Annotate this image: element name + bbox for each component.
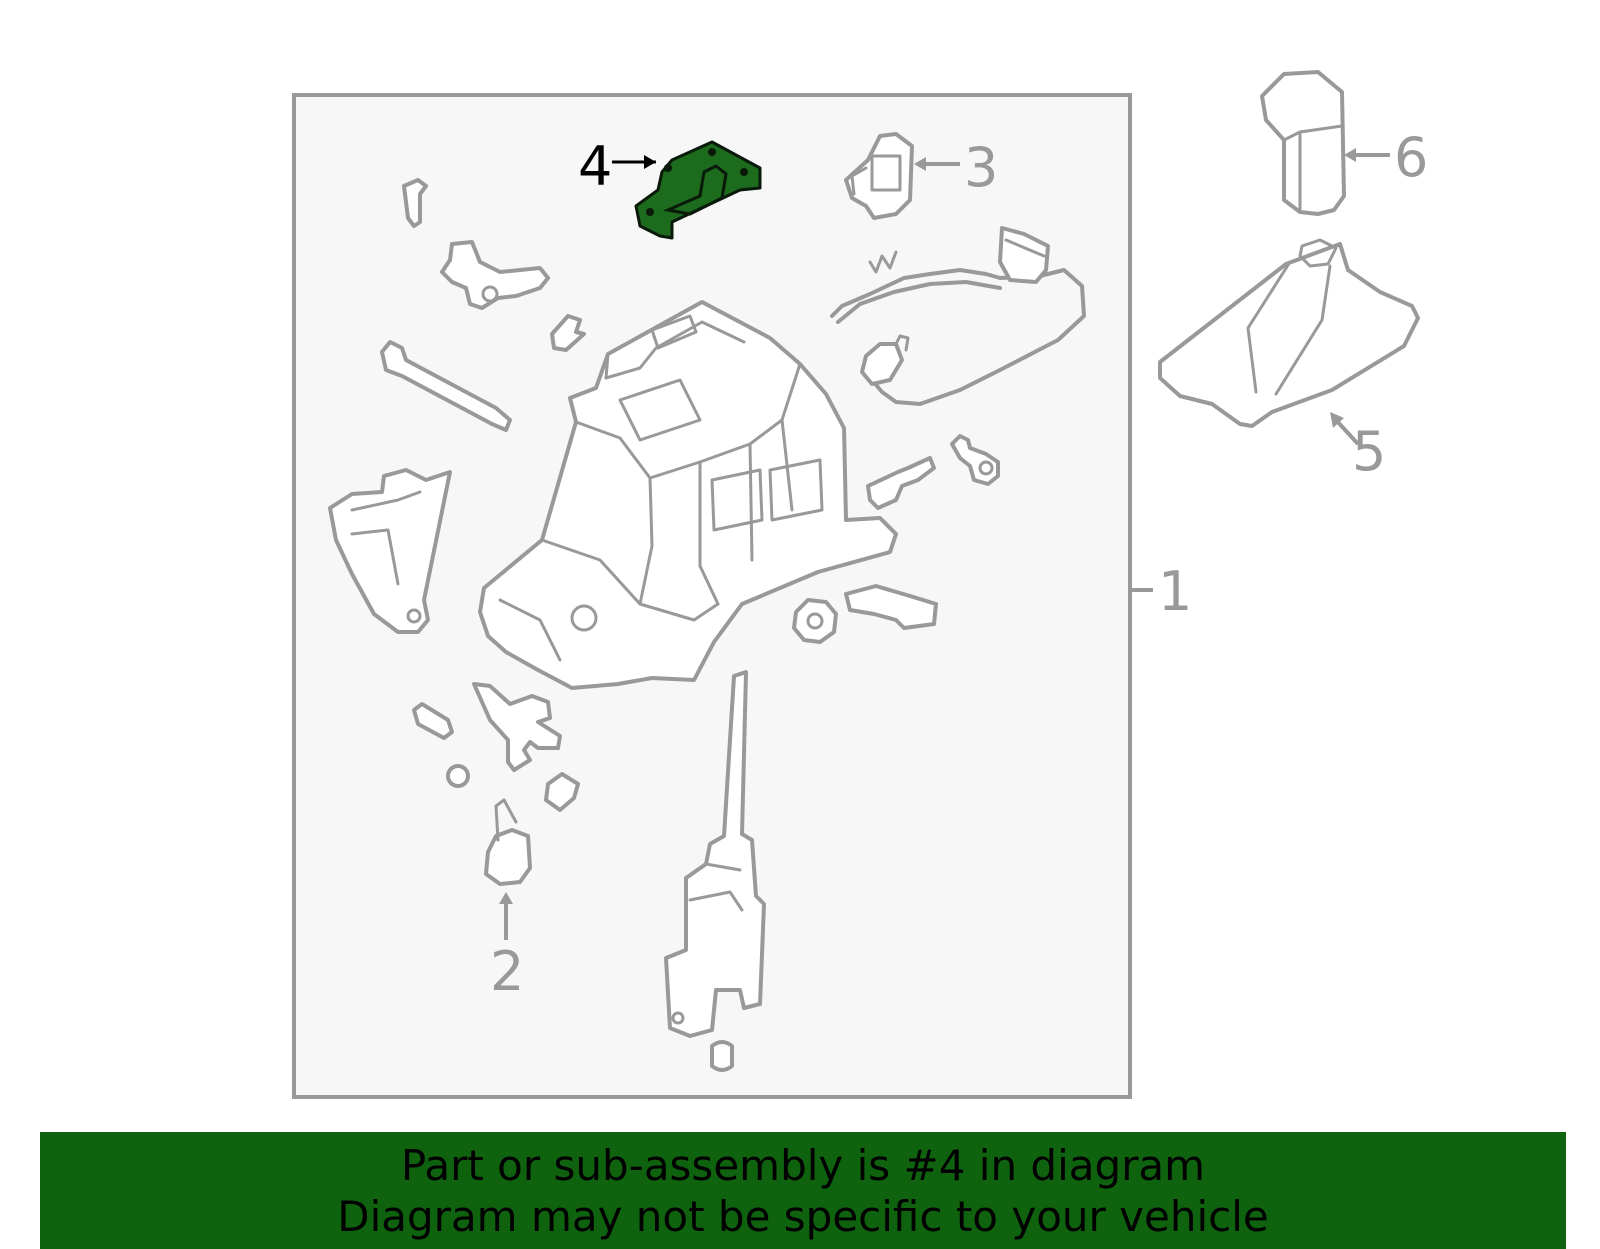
banner-line-1: Part or sub-assembly is #4 in diagram <box>400 1141 1206 1190</box>
small-block <box>544 772 580 812</box>
bushing <box>710 1040 734 1072</box>
pin-rod <box>380 340 512 432</box>
callout-4-label: 4 <box>578 135 612 198</box>
callout-2-label: 2 <box>490 940 524 1003</box>
callout-6-label: 6 <box>1394 126 1428 189</box>
shift-lever <box>664 670 766 1038</box>
part-3-switch <box>844 132 914 220</box>
spring-clip <box>550 314 586 352</box>
part-5-boot <box>1158 238 1420 428</box>
roller <box>412 702 454 740</box>
part-6-knob <box>1260 70 1346 216</box>
arm-bracket <box>440 240 550 310</box>
retainer-clip <box>844 584 938 630</box>
left-bracket <box>328 468 452 634</box>
shifter-assembly <box>478 300 898 690</box>
callout-5-label: 5 <box>1352 420 1386 483</box>
callout-1-label: 1 <box>1158 560 1192 623</box>
part-4-bracket[interactable] <box>634 140 762 240</box>
callout-3-label: 3 <box>964 136 998 199</box>
bolt <box>950 434 1000 486</box>
connector-tab <box>866 456 936 510</box>
nut <box>792 598 838 644</box>
small-pin <box>446 764 470 788</box>
wire-harness <box>830 226 1086 406</box>
part-2-sensor <box>484 798 532 886</box>
banner-line-2: Diagram may not be specific to your vehi… <box>337 1192 1269 1241</box>
clip <box>402 178 428 228</box>
info-banner: Part or sub-assembly is #4 in diagram Di… <box>40 1132 1566 1249</box>
detent-arm <box>472 682 562 772</box>
